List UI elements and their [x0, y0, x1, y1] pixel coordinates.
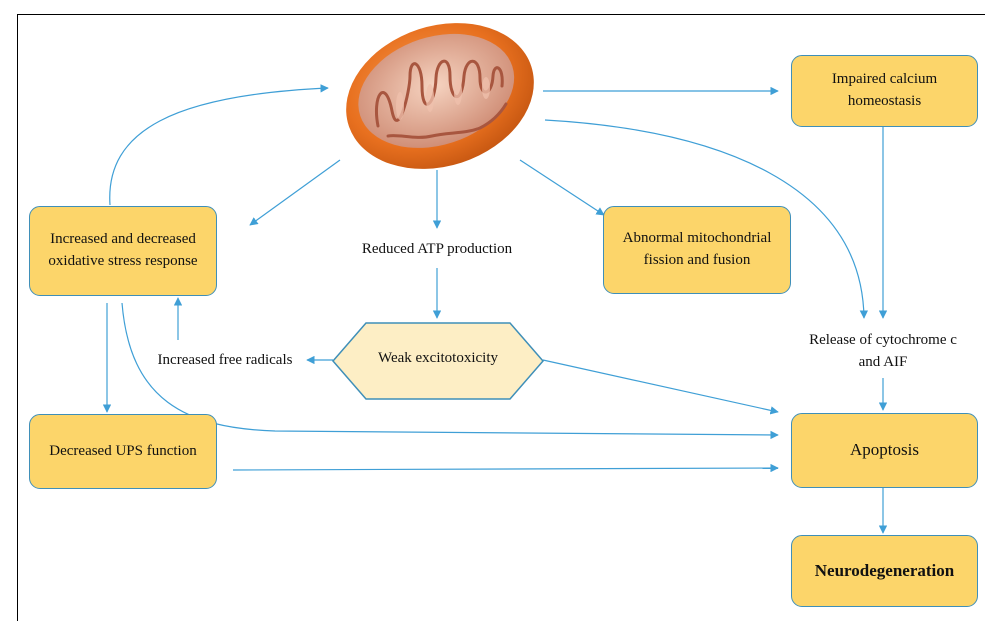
- node-ups-function-label: Decreased UPS function: [49, 442, 197, 459]
- label-reduced-atp: Reduced ATP production: [361, 241, 513, 257]
- arrow-mitochondrion-to-oxidative: [249, 159, 341, 226]
- node-apoptosis: Apoptosis: [791, 413, 978, 488]
- node-apoptosis-label: Apoptosis: [850, 440, 919, 460]
- node-neurodegeneration: Neurodegeneration: [791, 535, 978, 607]
- node-oxidative-stress: Increased and decreased oxidative stress…: [29, 206, 217, 296]
- node-abnormal-fission: Abnormal mitochondrial fission and fusio…: [603, 206, 791, 294]
- label-free-radicals: Increased free radicals: [157, 352, 293, 368]
- arrow-oxidative-to-apoptosis: [121, 302, 779, 440]
- node-neurodegeneration-label: Neurodegeneration: [814, 560, 955, 580]
- excitotoxicity-hexagon: [332, 322, 544, 400]
- arrow-excitotoxicity-to-apoptosis: [542, 359, 779, 415]
- node-oxidative-stress-label: Increased and decreased oxidative stress…: [48, 231, 198, 269]
- node-calcium-homeostasis-label: Impaired calcium homeostasis: [831, 71, 938, 109]
- label-cytochrome: Release of cytochrome c and AIF: [809, 332, 957, 370]
- excitotoxicity-label: Weak excitotoxicity: [378, 350, 498, 366]
- arrow-mitochondrion-to-fission: [519, 159, 605, 216]
- arrow-ups-to-apoptosis: [232, 463, 779, 473]
- arrow-mitochondrion-to-cytochrome: [544, 119, 869, 319]
- frame-top-border: [17, 14, 985, 15]
- node-ups-function: Decreased UPS function: [29, 414, 217, 489]
- arrow-oxidative-to-mitochondrion: [109, 84, 329, 206]
- node-calcium-homeostasis: Impaired calcium homeostasis: [791, 55, 978, 127]
- frame-left-border: [17, 14, 18, 621]
- mitochondrion-icon: [346, 23, 534, 169]
- node-abnormal-fission-label: Abnormal mitochondrial fission and fusio…: [622, 230, 772, 268]
